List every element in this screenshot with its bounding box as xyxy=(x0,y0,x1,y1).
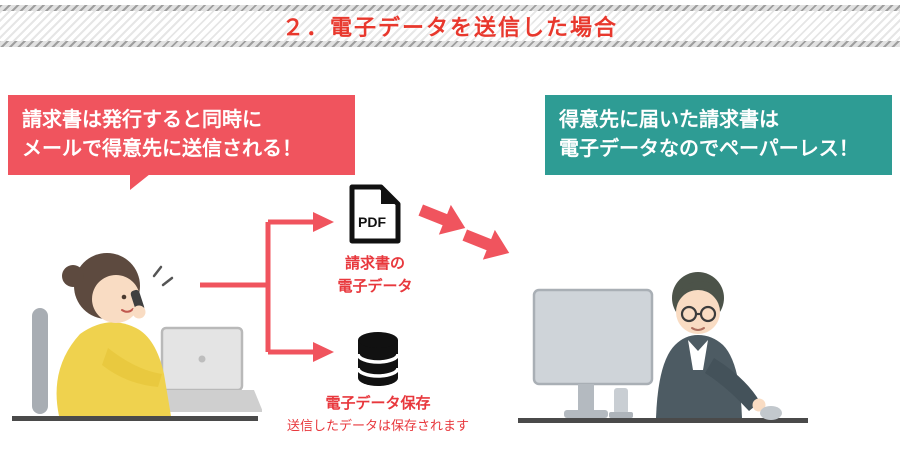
pdf-label: PDF xyxy=(358,214,386,230)
db-top xyxy=(358,332,398,348)
chair xyxy=(32,308,48,414)
glasses-icon xyxy=(680,305,717,323)
speech-bubble-receiver: 得意先に届いた請求書は 電子データなのでペーパーレス！ xyxy=(545,95,892,175)
header-banner-inner: ２．電子データを送信した場合 xyxy=(0,11,900,41)
man-face xyxy=(676,290,720,334)
hair-bun xyxy=(62,265,84,287)
storage-caption-title: 電子データ保存 xyxy=(325,395,431,412)
talk-marks xyxy=(152,265,174,287)
hand xyxy=(132,305,146,319)
mouth xyxy=(121,308,134,313)
speech-bubble-sender: 請求書は発行すると同時に メールで得意先に送信される！ xyxy=(8,95,355,190)
woman-arm xyxy=(102,348,162,387)
woman-illustration xyxy=(12,253,262,421)
speech-line: 得意先に届いた請求書は xyxy=(559,109,779,131)
mouse-icon xyxy=(760,406,782,420)
man-illustration xyxy=(518,272,808,423)
pdf-fold xyxy=(381,187,398,204)
speech-bubble-tail xyxy=(130,174,150,190)
mouth xyxy=(691,327,705,331)
db-ring xyxy=(356,367,400,378)
monitor-icon xyxy=(532,288,654,418)
desk-line xyxy=(12,416,258,421)
man-arm xyxy=(705,358,760,411)
hand xyxy=(752,398,766,412)
man-fringe xyxy=(676,281,724,304)
phone-dock-icon xyxy=(609,388,633,418)
speech-line: メールで得意先に送信される！ xyxy=(22,138,302,160)
storage-caption-subtitle: 送信したデータは保存されます xyxy=(286,418,469,433)
pdf-caption-line: 請求書の xyxy=(344,255,405,272)
pdf-caption: 請求書の 電子データ xyxy=(313,253,437,298)
database-icon xyxy=(356,332,400,386)
laptop-icon xyxy=(139,326,262,412)
header-banner: ２．電子データを送信した場合 xyxy=(0,5,900,47)
shirt xyxy=(688,340,708,370)
speech-line: 電子データなのでペーパーレス！ xyxy=(559,138,859,160)
eye xyxy=(121,294,127,300)
desk-line xyxy=(518,418,808,423)
speech-line: 請求書は発行すると同時に xyxy=(22,109,262,131)
man-body xyxy=(656,335,742,418)
pdf-caption-line: 電子データ xyxy=(337,277,413,295)
page-title: ２．電子データを送信した場合 xyxy=(281,15,618,40)
pdf-document-icon: PDF xyxy=(349,184,401,244)
db-ring xyxy=(356,353,400,364)
